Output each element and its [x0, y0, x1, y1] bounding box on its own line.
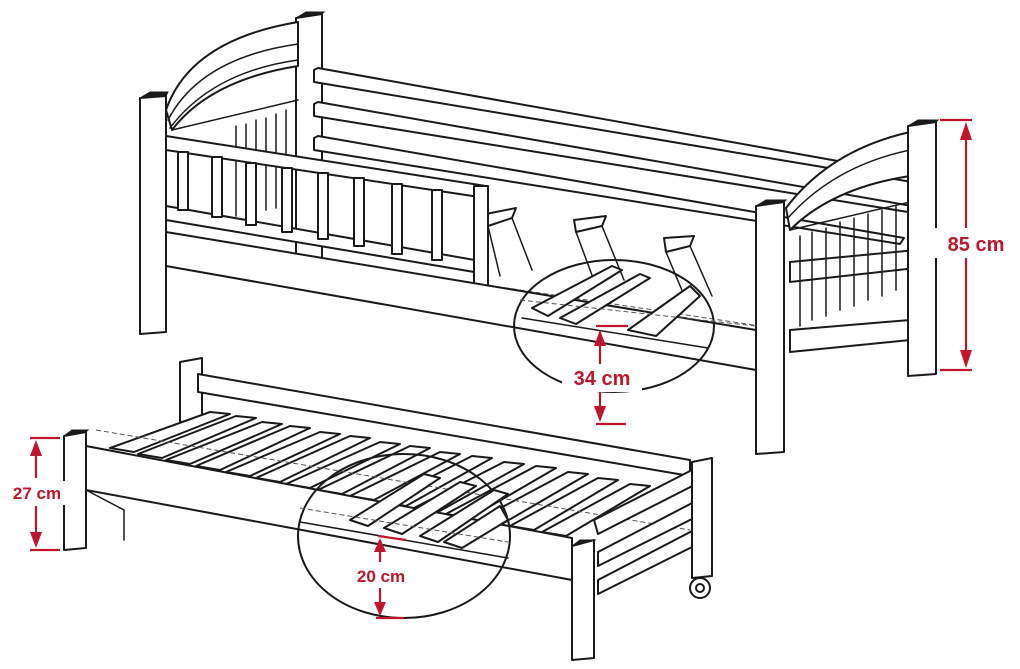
- dimension-mattress-height: 34 cm: [562, 330, 642, 426]
- guard-rail-balusters: [177, 151, 443, 261]
- back-rails: [313, 67, 917, 245]
- dimension-total-height: 85 cm: [935, 118, 1015, 372]
- trundle-front-left-post: [63, 429, 90, 551]
- front-left-post: [139, 91, 169, 335]
- dimension-label-34: 34 cm: [574, 368, 631, 390]
- trundle-zoom-detail: [297, 453, 511, 619]
- front-right-post: [755, 199, 788, 455]
- dimension-label-85: 85 cm: [948, 234, 1005, 256]
- main-zoom-detail: [513, 259, 757, 393]
- dimension-label-27: 27 cm: [13, 484, 61, 503]
- right-footboard: [785, 131, 917, 353]
- back-right-post: [907, 119, 940, 377]
- dimension-trundle-mattress-height: 20 cm: [348, 538, 414, 620]
- trundle-front-right-post: [571, 539, 596, 661]
- trundle-caster-icon: [689, 577, 711, 599]
- main-bed: [139, 11, 940, 455]
- trundle-right-end: [593, 457, 713, 595]
- dimension-trundle-height: 27 cm: [6, 436, 68, 552]
- trundle-bed: [63, 357, 713, 661]
- dimension-label-20: 20 cm: [357, 567, 405, 586]
- right-footboard-slats: [799, 205, 897, 327]
